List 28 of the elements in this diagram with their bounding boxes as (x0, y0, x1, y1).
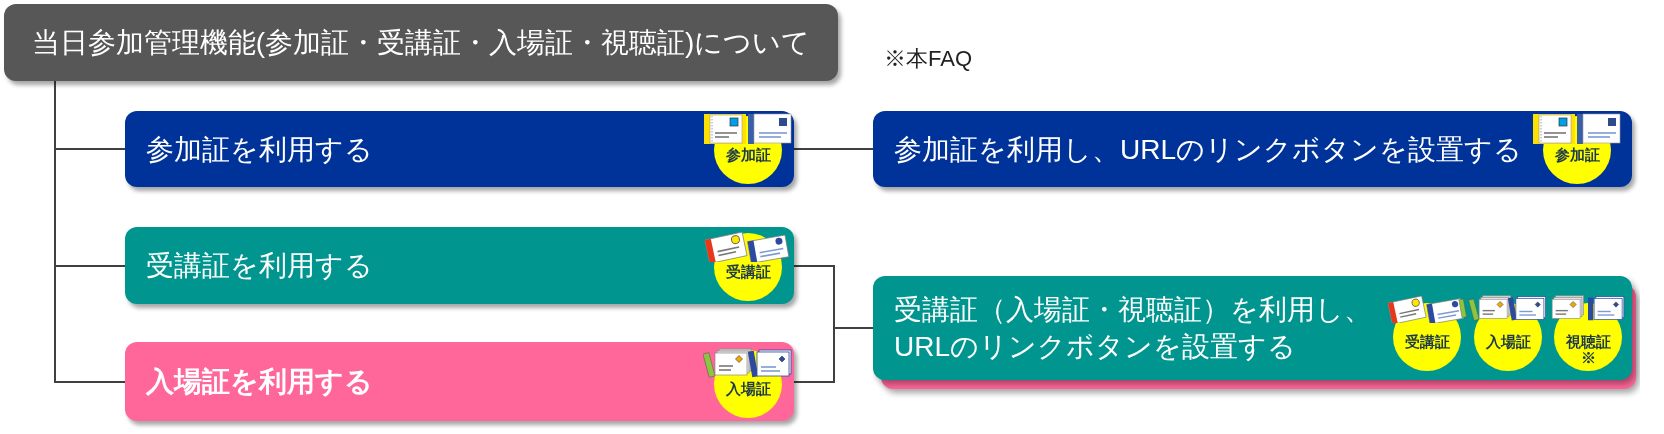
process-box (125, 227, 794, 304)
badge (1468, 294, 1548, 372)
box-text: 参加証を利用する (146, 132, 373, 167)
box-text: 入場証を利用する (146, 365, 373, 399)
badge-label: 参加証 (1553, 147, 1601, 163)
badge-label: 参加証 (724, 147, 772, 163)
box-text: 参加証を利用し、URLのリンクボタンを設置する (894, 132, 1522, 167)
badge-label: 入場証 (724, 381, 772, 397)
process-box (873, 111, 1632, 187)
badge (1532, 113, 1622, 185)
badge-label: 受講証 (1403, 334, 1451, 350)
badge-label: 受講証 (724, 264, 772, 280)
connector-line (793, 148, 874, 150)
process-box (125, 342, 794, 421)
badge (1548, 294, 1628, 372)
badge-label: 入場証 (1484, 334, 1532, 350)
title-box (4, 4, 838, 81)
connector-line (793, 327, 874, 383)
badge (703, 347, 793, 419)
title-text: 当日参加管理機能(参加証・受講証・入場証・視聴証)について (31, 26, 811, 60)
badge (1386, 294, 1468, 372)
connector-line (54, 80, 126, 383)
box-text: 受講証を利用する (146, 249, 373, 283)
badge-label: 視聴証※ (1564, 334, 1612, 366)
box-text: 受講証（入場証・視聴証）を利用し、URLのリンクボタンを設置する (894, 293, 1373, 364)
note-text: ※本FAQ (884, 45, 972, 73)
badge (703, 113, 793, 185)
process-box (125, 111, 794, 187)
